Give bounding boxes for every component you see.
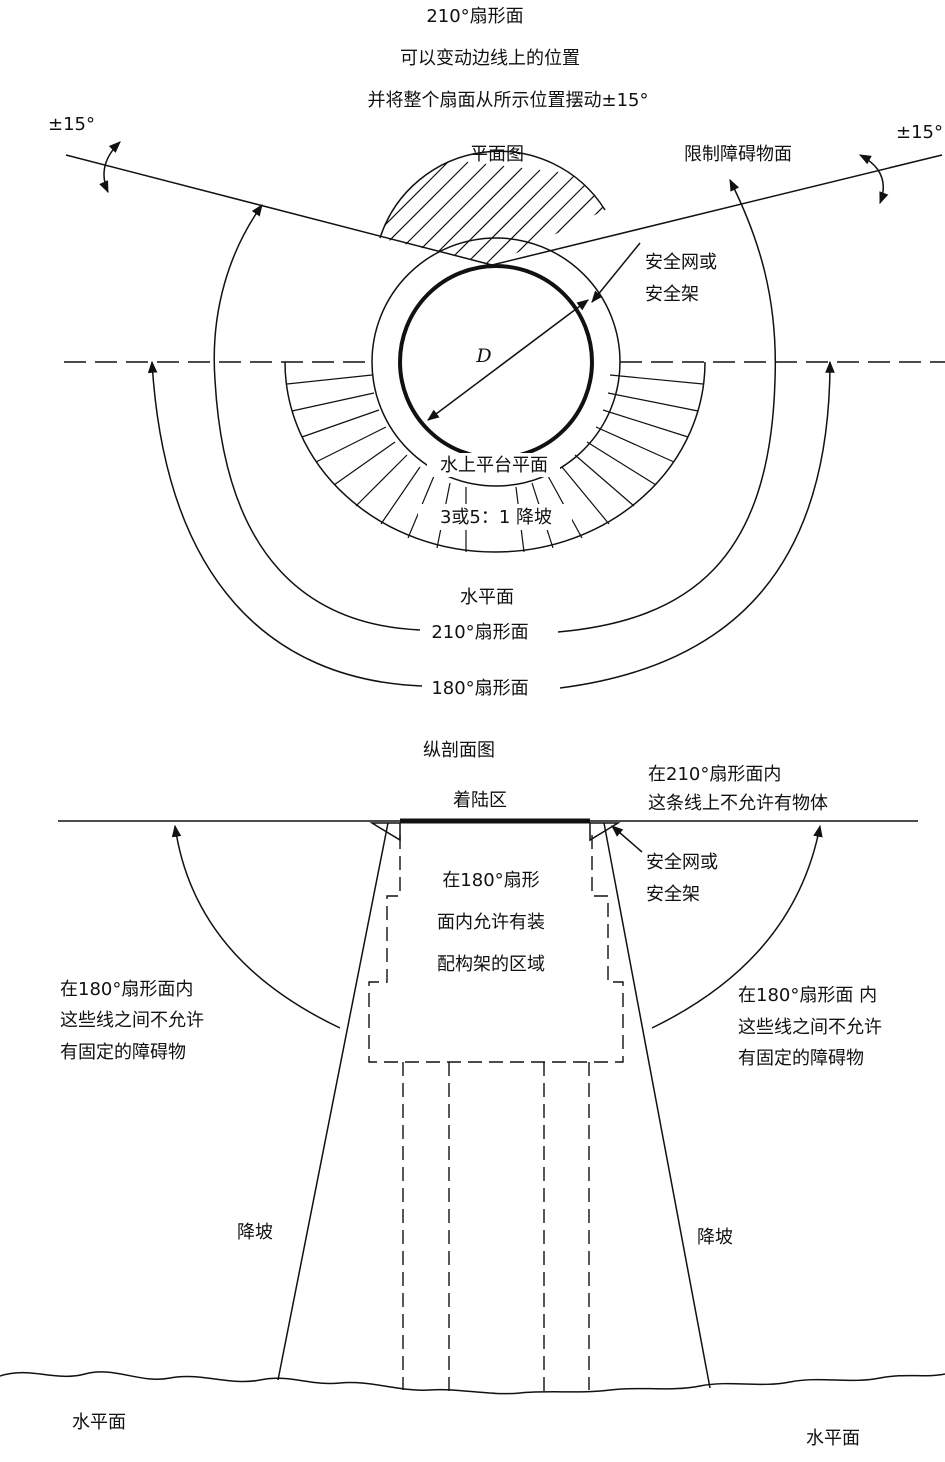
safety-net-leader xyxy=(591,242,641,303)
right-note-line3: 有固定的障碍物 xyxy=(738,1048,864,1069)
slope-left-edge xyxy=(277,822,389,1381)
slope-ratio-label: 3或5：1 降坡 xyxy=(440,507,552,528)
water-surface xyxy=(0,1371,945,1395)
safety-net-label-1: 安全网或 xyxy=(645,252,717,273)
sector-180-arc-left xyxy=(147,360,423,687)
slope-right-label: 降坡 xyxy=(697,1227,733,1248)
plan-view: 210°扇形面 可以变动边线上的位置 并将整个扇面从所示位置摆动±15° ±15… xyxy=(48,6,945,699)
left-note-line3: 有固定的障碍物 xyxy=(60,1042,186,1063)
left-note-line1: 在180°扇形面内 xyxy=(60,979,193,1000)
sector-edge-right xyxy=(491,154,943,266)
sector-edge-left xyxy=(65,154,493,266)
slope-right-edge xyxy=(603,822,711,1389)
obstacle-surface-label: 限制障碍物面 xyxy=(684,144,792,165)
deck-label-bg xyxy=(427,453,560,477)
diameter-label: D xyxy=(475,345,491,367)
deck-plane-label: 水上平台平面 xyxy=(440,455,548,476)
hatched-sector-outline xyxy=(379,150,606,239)
swing-left-arrow xyxy=(99,141,121,194)
right-note-line1: 在180°扇形面 内 xyxy=(738,985,877,1006)
right-note-line2: 这些线之间不允许 xyxy=(738,1017,882,1038)
mount-zone-line3: 配构架的区域 xyxy=(437,954,545,975)
slope-outer-arc xyxy=(284,361,706,553)
mount-zone-line1: 在180°扇形 xyxy=(442,870,539,891)
section-view-title: 纵剖面图 xyxy=(423,740,495,761)
diameter-arrow xyxy=(427,299,589,421)
note-210-line2: 这条线上不允许有物体 xyxy=(648,793,828,814)
mount-zone-outline xyxy=(368,835,624,1063)
swing-right-arrow xyxy=(858,154,889,205)
horizontal-plane-label: 水平面 xyxy=(460,587,514,608)
safety-net-label-2: 安全架 xyxy=(645,284,699,305)
note-210-line1: 在210°扇形面内 xyxy=(648,764,781,785)
sector-210-arc-right xyxy=(557,178,777,633)
section-safety-net-leader xyxy=(611,825,643,853)
section-safety-net-2: 安全架 xyxy=(646,884,700,905)
hatched-sector xyxy=(380,159,605,265)
sector-210-arc-left xyxy=(213,204,421,631)
slope-radial-lines xyxy=(286,374,704,553)
mount-zone-line2: 面内允许有装 xyxy=(437,912,545,933)
slope-label-bg xyxy=(418,504,572,530)
swing-left-label: ±15° xyxy=(48,114,95,135)
section-view: 纵剖面图 在210°扇形面内 这条线上不允许有物体 着陆区 安全网或 安全架 在… xyxy=(0,740,945,1449)
section-arc-left xyxy=(171,824,341,1029)
safety-net-ring xyxy=(371,237,621,487)
water-left-label: 水平面 xyxy=(72,1412,126,1433)
left-note-line2: 这些线之间不允许 xyxy=(60,1010,204,1031)
plan-header-line2: 可以变动边线上的位置 xyxy=(400,48,580,69)
plan-header-line3: 并将整个扇面从所示位置摆动±15° xyxy=(368,90,649,111)
water-right-label: 水平面 xyxy=(806,1428,860,1449)
section-arc-right xyxy=(651,824,823,1029)
landing-zone-label: 着陆区 xyxy=(453,790,507,811)
helideck-circle xyxy=(398,264,594,460)
plan-view-title: 平面图 xyxy=(470,144,524,165)
slope-left-label: 降坡 xyxy=(237,1222,273,1243)
plan-header-line1: 210°扇形面 xyxy=(426,6,523,27)
sector-210-label: 210°扇形面 xyxy=(431,622,528,643)
sector-180-label: 180°扇形面 xyxy=(431,678,528,699)
swing-right-label: ±15° xyxy=(896,122,943,143)
section-safety-net-1: 安全网或 xyxy=(646,852,718,873)
sector-180-arc-right xyxy=(559,360,835,689)
